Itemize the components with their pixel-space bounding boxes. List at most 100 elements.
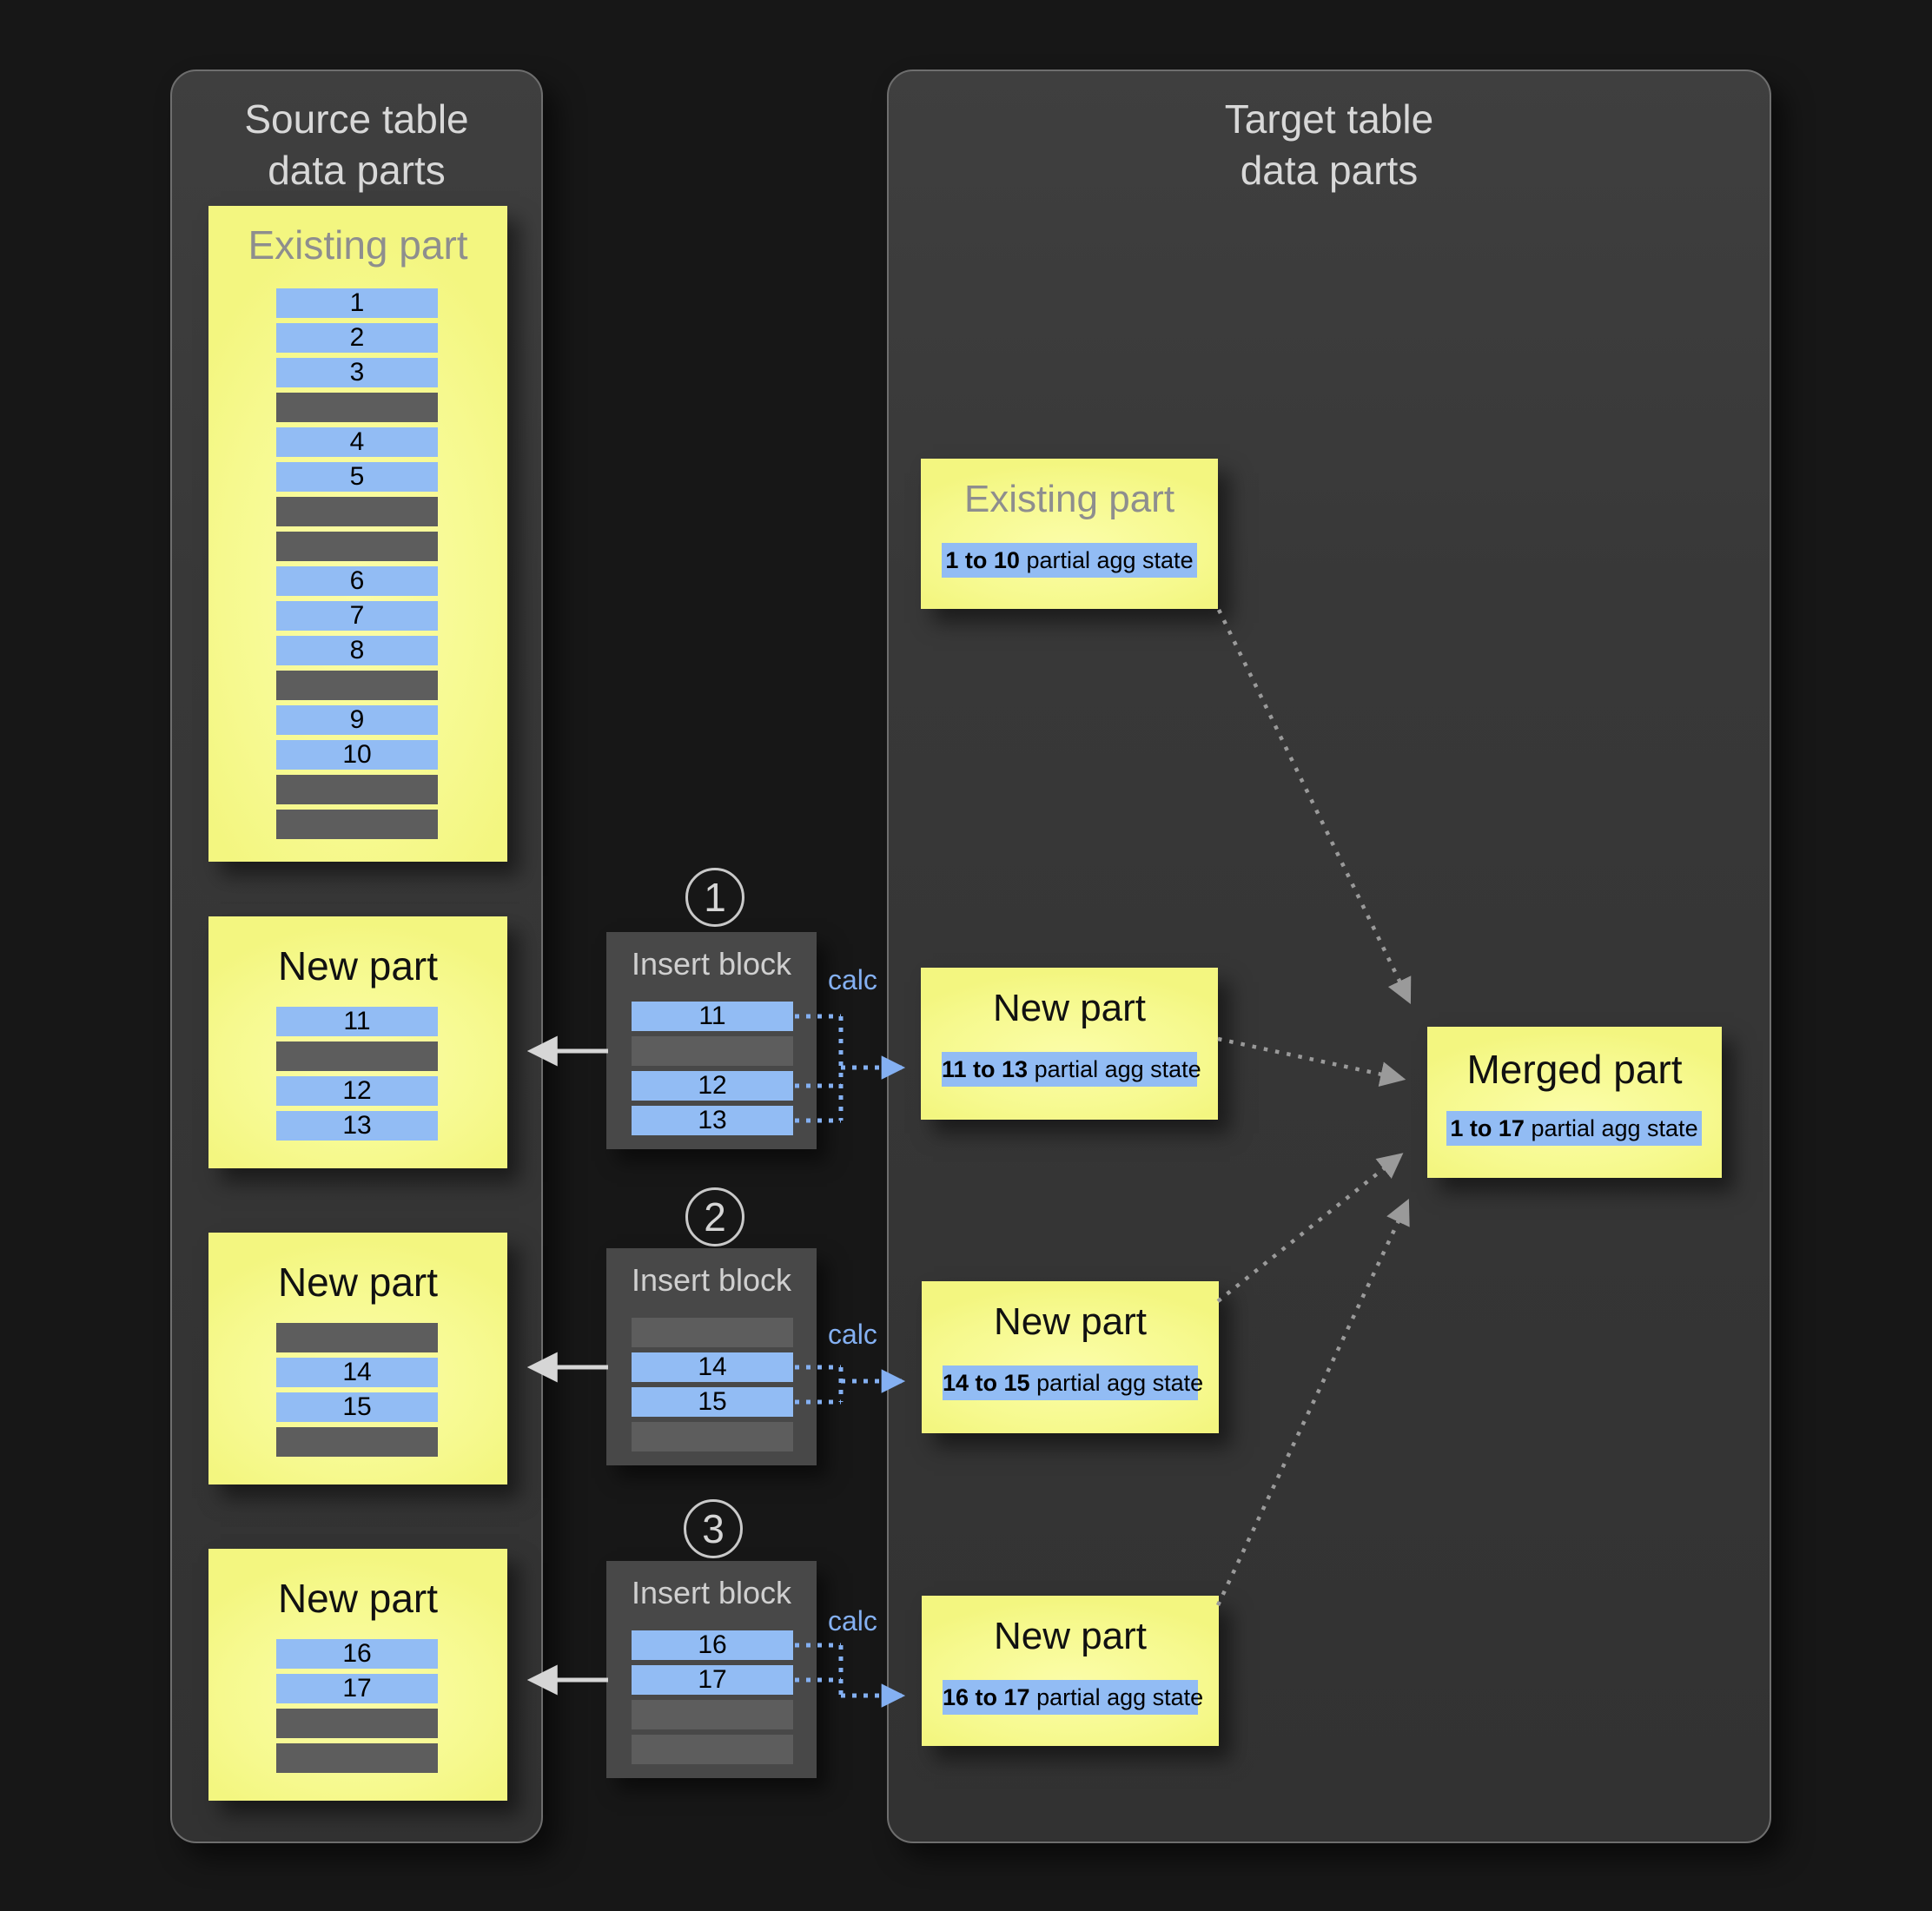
row-stack: 14 15 <box>276 1323 438 1462</box>
target-panel-title: Target table data parts <box>889 94 1770 196</box>
data-row: 15 <box>632 1387 793 1417</box>
empty-row <box>276 671 438 700</box>
calc-label-2: calc <box>828 1319 877 1350</box>
source-new-part-2: New part 14 15 <box>208 1233 507 1484</box>
target-new-part-2: New part 14 to 15 partial agg state <box>922 1281 1219 1433</box>
agg-label: partial agg state <box>1524 1115 1698 1141</box>
source-new-part-2-title: New part <box>277 1260 439 1305</box>
source-new-part-3: New part 16 17 <box>208 1549 507 1801</box>
data-row: 13 <box>632 1106 793 1135</box>
empty-row <box>276 1743 438 1773</box>
target-panel-title-line2: data parts <box>1240 147 1419 193</box>
data-row: 6 <box>276 566 438 596</box>
source-new-part-1-title: New part <box>277 943 439 989</box>
insert-to-source-arrows <box>526 1035 608 1696</box>
agg-state-strip: 1 to 10 partial agg state <box>942 543 1197 578</box>
step-3-badge: 3 <box>684 1499 743 1558</box>
empty-row <box>276 497 438 526</box>
insert-block-1-title: Insert block <box>631 946 792 982</box>
insert-block-3-title: Insert block <box>631 1575 792 1610</box>
empty-row <box>276 532 438 561</box>
data-row: 15 <box>276 1392 438 1422</box>
empty-row <box>632 1318 793 1347</box>
data-row: 12 <box>632 1071 793 1101</box>
agg-range: 1 to 10 <box>945 547 1020 573</box>
target-new-part-2-title: New part <box>993 1300 1148 1343</box>
data-row: 8 <box>276 636 438 665</box>
data-row: 10 <box>276 740 438 770</box>
step-2-badge: 2 <box>685 1187 744 1246</box>
agg-state-strip: 1 to 17 partial agg state <box>1446 1111 1702 1146</box>
agg-range: 14 to 15 <box>943 1370 1030 1396</box>
agg-label: partial agg state <box>1029 1370 1204 1396</box>
empty-row <box>632 1422 793 1451</box>
empty-row <box>276 810 438 839</box>
insert-block-2-title: Insert block <box>631 1262 792 1298</box>
data-row: 12 <box>276 1076 438 1106</box>
agg-range: 11 to 13 <box>942 1056 1029 1082</box>
empty-row <box>276 1041 438 1071</box>
target-existing-part: Existing part 1 to 10 partial agg state <box>921 459 1218 609</box>
empty-row <box>632 1700 793 1729</box>
agg-range: 1 to 17 <box>1450 1115 1525 1141</box>
data-row: 2 <box>276 323 438 353</box>
agg-state-strip: 16 to 17 partial agg state <box>943 1680 1203 1715</box>
source-panel-title-line2: data parts <box>268 147 446 193</box>
merged-part-title: Merged part <box>1466 1047 1683 1092</box>
agg-state-strip: 11 to 13 partial agg state <box>942 1052 1201 1087</box>
data-row: 7 <box>276 601 438 631</box>
target-panel-title-line1: Target table <box>1224 96 1434 142</box>
empty-row <box>276 393 438 422</box>
data-row: 1 <box>276 288 438 318</box>
insert-block-1: Insert block 11 12 13 <box>606 932 817 1149</box>
agg-state-strip: 14 to 15 partial agg state <box>943 1365 1203 1400</box>
empty-row <box>276 1323 438 1352</box>
data-row: 4 <box>276 427 438 457</box>
merged-part: Merged part 1 to 17 partial agg state <box>1427 1027 1722 1178</box>
row-stack: 1 2 3 4 5 6 7 8 9 10 <box>276 288 438 844</box>
target-new-part-3-title: New part <box>993 1615 1148 1657</box>
agg-range: 16 to 17 <box>943 1684 1030 1710</box>
row-stack: 14 15 <box>632 1318 793 1457</box>
source-new-part-1: New part 11 12 13 <box>208 916 507 1168</box>
data-row: 16 <box>632 1630 793 1660</box>
insert-block-2: Insert block 14 15 <box>606 1248 817 1465</box>
row-stack: 16 17 <box>632 1630 793 1769</box>
source-existing-part: Existing part 1 2 3 4 5 6 7 8 9 10 <box>208 206 507 862</box>
target-new-part-3: New part 16 to 17 partial agg state <box>922 1596 1219 1746</box>
data-row: 5 <box>276 462 438 492</box>
data-row: 11 <box>632 1002 793 1031</box>
agg-label: partial agg state <box>1029 1684 1204 1710</box>
target-new-part-1: New part 11 to 13 partial agg state <box>921 968 1218 1120</box>
empty-row <box>276 775 438 804</box>
step-1-badge: 1 <box>685 868 744 927</box>
row-stack: 11 12 13 <box>632 1002 793 1141</box>
data-row: 11 <box>276 1007 438 1036</box>
source-existing-part-title: Existing part <box>248 222 468 268</box>
data-row: 16 <box>276 1639 438 1669</box>
agg-label: partial agg state <box>1019 547 1194 573</box>
source-table-panel: Source table data parts Existing part 1 … <box>170 69 543 1843</box>
row-stack: 11 12 13 <box>276 1007 438 1146</box>
data-row: 17 <box>276 1674 438 1703</box>
source-new-part-3-title: New part <box>277 1576 439 1621</box>
calc-label-1: calc <box>828 964 877 995</box>
data-row: 14 <box>632 1352 793 1382</box>
target-table-panel: Target table data parts Existing part 1 … <box>887 69 1771 1843</box>
agg-label: partial agg state <box>1028 1056 1201 1082</box>
empty-row <box>276 1427 438 1457</box>
insert-block-3: Insert block 16 17 <box>606 1561 817 1778</box>
source-panel-title: Source table data parts <box>172 94 541 196</box>
data-row: 14 <box>276 1358 438 1387</box>
calc-label-3: calc <box>828 1605 877 1637</box>
data-row: 17 <box>632 1665 793 1695</box>
data-row: 9 <box>276 705 438 735</box>
empty-row <box>632 1036 793 1066</box>
row-stack: 16 17 <box>276 1639 438 1778</box>
empty-row <box>632 1735 793 1764</box>
empty-row <box>276 1709 438 1738</box>
data-row: 3 <box>276 358 438 387</box>
target-new-part-1-title: New part <box>992 987 1147 1029</box>
source-panel-title-line1: Source table <box>244 96 469 142</box>
